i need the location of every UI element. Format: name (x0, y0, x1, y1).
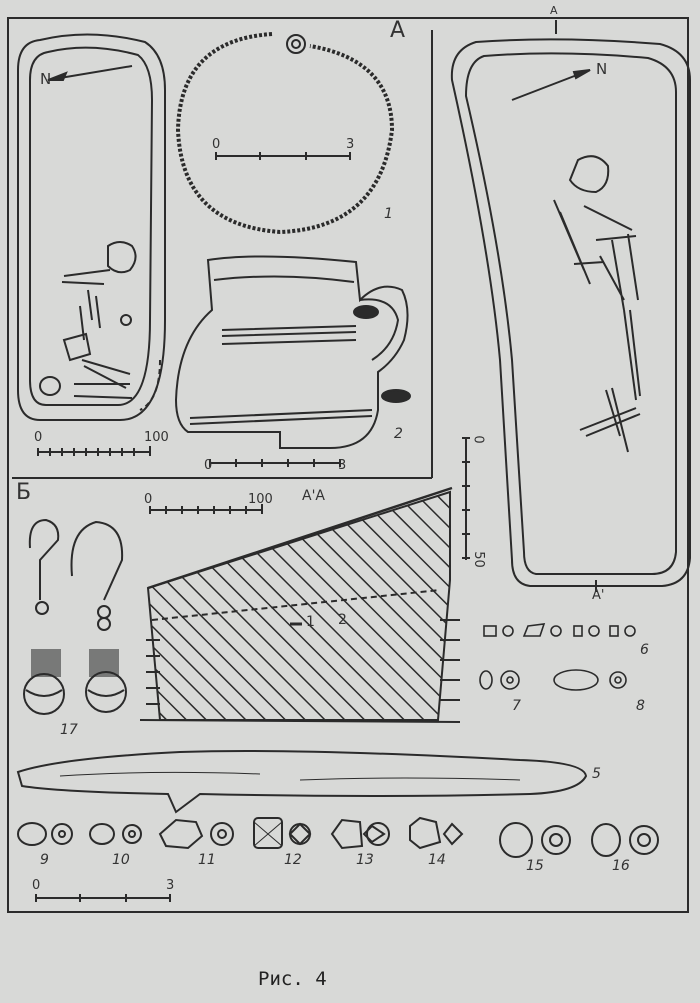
scale-bar-grave-left (37, 446, 151, 456)
item-number-10: 10 (112, 852, 130, 868)
figure-caption: Рис. 4 (258, 968, 327, 990)
scale-grave-left-end: 100 (144, 430, 169, 445)
beads-group-6-8 (479, 623, 636, 691)
item-number-15: 15 (526, 858, 544, 874)
item-number-8: 8 (636, 698, 645, 714)
bronze-torque-drawing (175, 32, 395, 235)
grave-section (139, 486, 461, 723)
ceramic-jug-drawing (174, 255, 411, 467)
item-number-7: 7 (512, 698, 521, 714)
section-mark-top: A (550, 4, 558, 17)
scale-jug-start: 0 (204, 458, 213, 473)
scale-section-start: 0 (144, 492, 153, 507)
scale-torque-start: 0 (212, 137, 221, 152)
panel-label-b: Б (16, 480, 32, 505)
scale-section-end: 100 (248, 492, 273, 507)
section-label: A'A (302, 488, 326, 504)
item-number-9: 9 (40, 852, 49, 868)
grave-plan-left (17, 33, 166, 421)
grave-plan-right (450, 20, 691, 592)
item-number-1: 1 (384, 206, 393, 222)
item-number-14: 14 (428, 852, 446, 868)
item-number-11: 11 (198, 852, 216, 868)
item-number-2: 2 (394, 426, 403, 442)
item-number-6: 6 (640, 642, 649, 658)
beads-group-9-16 (17, 816, 659, 902)
item-number-16: 16 (612, 858, 630, 874)
north-label-right: N (596, 60, 608, 78)
scale-vertical-end: 50 (470, 551, 486, 568)
fill-label-1: 1 (306, 614, 315, 630)
scale-jug-end: 3 (338, 458, 347, 473)
item-number-5: 5 (592, 766, 601, 782)
north-label-left: N (40, 70, 52, 88)
panel-label-a: А (390, 18, 406, 43)
scale-vertical-start: 0 (470, 435, 486, 444)
section-mark-bottom: A' (592, 588, 605, 603)
item-number-17: 17 (60, 722, 78, 738)
scale-bar-vertical (462, 437, 470, 560)
scale-beads-start: 0 (32, 878, 41, 893)
earrings-drawing (23, 518, 127, 715)
iron-object-5 (16, 750, 588, 814)
scale-beads-end: 3 (166, 878, 175, 893)
item-number-12: 12 (284, 852, 302, 868)
scale-torque-end: 3 (346, 137, 355, 152)
item-number-13: 13 (356, 852, 374, 868)
scale-grave-left-start: 0 (34, 430, 43, 445)
fill-label-2: 2 (338, 612, 347, 628)
plate-frame (7, 17, 689, 913)
